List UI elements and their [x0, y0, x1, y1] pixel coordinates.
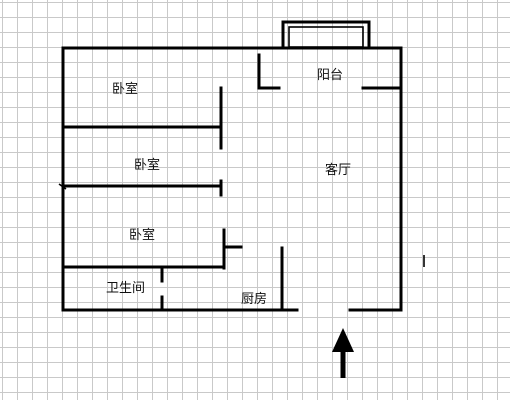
- room-label-kitchen: 厨房: [241, 292, 268, 307]
- balcony-wall-left: [257, 53, 281, 90]
- door-marker: [58, 183, 67, 190]
- outer-wall: [61, 46, 299, 312]
- room-label-bedroom-3: 卧室: [129, 228, 156, 243]
- arrow-up-icon: [332, 328, 354, 378]
- room-label-bathroom: 卫生间: [106, 281, 146, 296]
- room-label-living-room: 客厅: [325, 163, 352, 178]
- balcony-window: [281, 20, 371, 50]
- room-label-bedroom-2: 卧室: [134, 158, 161, 173]
- room-label-bedroom-1: 卧室: [112, 82, 139, 97]
- room-label-balcony: 阳台: [317, 68, 344, 83]
- balcony-window-inner: [288, 26, 364, 48]
